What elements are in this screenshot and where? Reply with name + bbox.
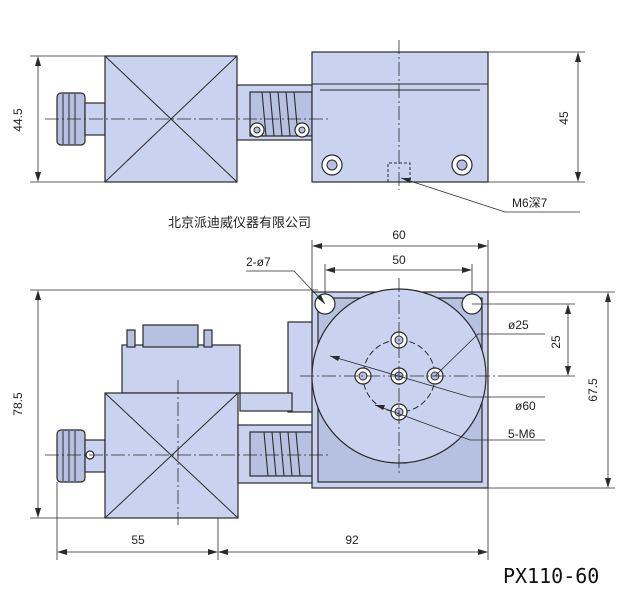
top-view: 60 50 2-ø7 ø25 25 ø60 5-M6: [11, 228, 615, 560]
arrow: [218, 549, 228, 555]
coupling-spring: [263, 431, 301, 477]
arrow: [401, 178, 411, 183]
arrow: [325, 267, 335, 273]
table-diameter-leader: [329, 355, 545, 398]
manufacturer-name: 北京派迪威仪器有限公司: [168, 216, 311, 231]
inner-circle-leader: [434, 333, 545, 377]
corner-hole-leader: [246, 270, 326, 305]
arrow: [478, 549, 488, 555]
arrow: [565, 304, 571, 314]
arrow: [208, 549, 218, 555]
arrow: [462, 267, 472, 273]
arrow: [605, 292, 611, 302]
motor-cross-line: [104, 392, 239, 519]
dim-width-holes: 50: [392, 253, 406, 267]
top-knob: [56, 429, 86, 483]
dim-width-outer: 60: [392, 228, 406, 242]
coupling-screw-inner: [253, 126, 261, 134]
arrow: [575, 52, 581, 62]
connector-post: [126, 329, 136, 348]
motor-cross-line: [104, 55, 238, 183]
arrow: [478, 243, 488, 249]
connector-box: [121, 344, 241, 394]
label-table-diameter: ø60: [515, 399, 536, 413]
tapped-hole-leader: [400, 177, 580, 213]
arrow: [330, 356, 340, 361]
connector-post: [203, 329, 213, 348]
arrow: [575, 172, 581, 182]
arrow: [312, 243, 322, 249]
label-inner-circle: ø25: [508, 318, 529, 332]
dim-motor-length: 55: [131, 533, 145, 547]
dim-overall-height: 78.5: [11, 392, 25, 416]
dim-right-height: 45: [557, 111, 571, 125]
side-view: 44.5 45 M6深7: [11, 40, 585, 213]
table-holes-leader: [374, 404, 545, 441]
top-body-link: [239, 392, 293, 412]
dim-left-height: 44.5: [11, 108, 25, 132]
coupling-spring: [261, 91, 299, 137]
coupling-screw-inner: [298, 126, 306, 134]
arrow: [35, 56, 41, 66]
arrow: [35, 508, 41, 518]
label-table-holes: 5-M6: [508, 427, 536, 441]
side-mount-hole-inner: [456, 159, 468, 171]
model-number: PX110-60: [503, 564, 599, 588]
arrow: [375, 405, 385, 410]
label-corner-holes: 2-ø7: [246, 255, 271, 269]
arrow: [35, 290, 41, 300]
arrow: [35, 172, 41, 182]
connector: [142, 324, 199, 348]
arrow: [57, 549, 67, 555]
arrow: [605, 478, 611, 488]
dim-offset: 25: [549, 335, 563, 349]
arrow: [565, 366, 571, 376]
label-tapped-hole: M6深7: [512, 196, 548, 210]
dim-stage-length: 92: [345, 533, 359, 547]
arrow: [317, 295, 325, 304]
side-mount-hole-inner: [326, 159, 338, 171]
dim-stage-height: 67.5: [586, 378, 600, 402]
